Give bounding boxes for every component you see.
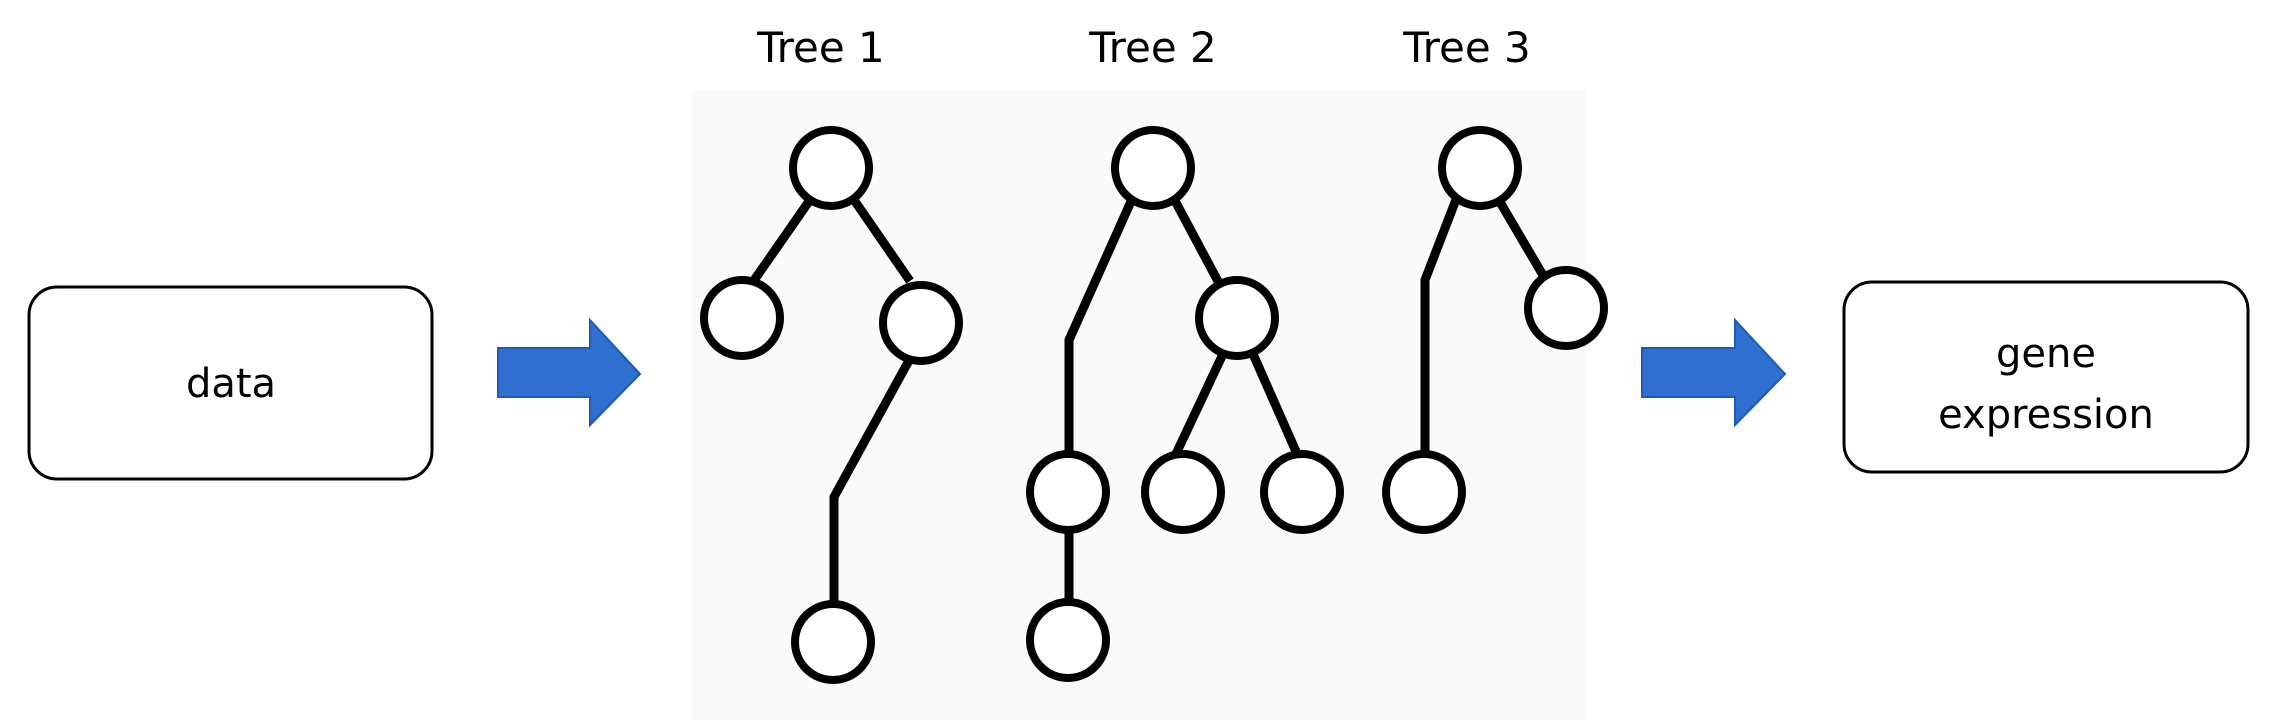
tree-edge (1169, 194, 1224, 288)
tree-edge (744, 194, 816, 292)
tree-2 (1026, 126, 1344, 682)
tree-node (1111, 126, 1195, 210)
right-arrow-icon (1641, 317, 1787, 428)
tree-edge (1493, 194, 1551, 285)
tree-node (1026, 450, 1110, 534)
tree-edge (1248, 352, 1303, 458)
tree-node (700, 276, 784, 360)
tree-node (1438, 126, 1522, 210)
right-arrow-icon (497, 317, 642, 428)
tree-node (879, 281, 963, 365)
tree-3-title: Tree 3 (1402, 23, 1531, 72)
tree-3 (1382, 126, 1608, 534)
tree-3-edges (1420, 194, 1551, 458)
tree-edge (1170, 352, 1228, 458)
tree-node (1026, 598, 1110, 682)
tree-2-edges (1064, 194, 1303, 600)
tree-node (1141, 450, 1225, 534)
input-box-label: data (186, 361, 276, 407)
output-box-frame (1842, 280, 2250, 474)
tree-node (1195, 276, 1279, 360)
tree-1-edges (744, 194, 916, 602)
tree-edge (848, 194, 914, 284)
tree-edge (1064, 195, 1138, 458)
input-box-frame (27, 285, 434, 481)
tree-edge (829, 352, 916, 602)
arrow-left-shape (497, 317, 642, 428)
tree-node (791, 600, 875, 684)
tree-node (1382, 450, 1466, 534)
output-box-label-line-1: gene (1996, 331, 2096, 377)
tree-node (1260, 450, 1344, 534)
output-box: gene expression (1842, 280, 2250, 474)
tree-1-title: Tree 1 (756, 23, 885, 72)
output-box-label-line-2: expression (1938, 392, 2154, 438)
input-box: data (27, 285, 434, 481)
tree-1 (700, 126, 963, 684)
tree-node (1524, 266, 1608, 350)
tree-2-title: Tree 2 (1088, 23, 1217, 72)
tree-node (789, 126, 873, 210)
arrow-right-shape (1641, 317, 1787, 428)
tree-edge (1420, 195, 1462, 458)
